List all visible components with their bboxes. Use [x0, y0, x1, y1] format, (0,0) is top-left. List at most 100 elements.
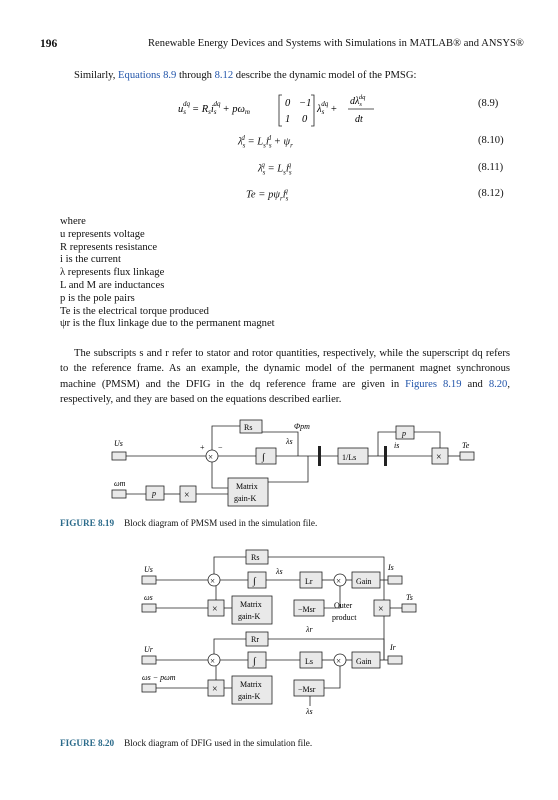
- matrix-label-r: Matrix: [240, 680, 262, 689]
- sum-x-2: ×: [336, 576, 341, 586]
- rs-label: Rs: [251, 553, 259, 562]
- gain-label: Gain: [356, 577, 372, 586]
- demux-bar: [384, 446, 387, 466]
- us-label: Us: [144, 565, 153, 574]
- list-item: λ represents flux linkage: [60, 267, 165, 279]
- product-x-bottom: ×: [184, 490, 190, 501]
- ir-outport[interactable]: [387, 655, 403, 665]
- rr-label: Rr: [251, 635, 259, 644]
- figure-label: FIGURE 8.19: [60, 518, 115, 528]
- gain-k-label: gain-K: [234, 494, 256, 503]
- p-block-bottom: [145, 485, 165, 501]
- matrix-gain-block-r: [231, 675, 273, 705]
- ws-label: ωs: [144, 593, 153, 602]
- us-inport[interactable]: [111, 451, 127, 461]
- ur-inport[interactable]: [141, 655, 157, 665]
- svg-text:dt: dt: [355, 114, 363, 125]
- plus-sign: +: [200, 443, 205, 452]
- is-label: Is: [387, 563, 394, 572]
- matrix-label: Matrix: [236, 482, 258, 491]
- product-x: ×: [212, 604, 218, 615]
- ts-label: Ts: [406, 593, 413, 602]
- sum-x: ×: [208, 452, 213, 462]
- equation-number: (8.11): [478, 162, 504, 173]
- equation-8-12: Te = pψrisq: [246, 187, 289, 203]
- int-label: ∫: [252, 576, 257, 587]
- msr-label: −Msr: [298, 605, 316, 614]
- running-title: Renewable Energy Devices and Systems wit…: [148, 38, 524, 49]
- te-outport[interactable]: [401, 603, 417, 613]
- lambda-s-label: λs: [275, 567, 283, 576]
- outer-x: ×: [378, 604, 384, 615]
- minus-sign: −: [218, 443, 223, 452]
- body-paragraph: The subscripts s and r refer to stator a…: [60, 348, 511, 405]
- page-number: 196: [40, 38, 58, 50]
- matrix-gain-block-s: [231, 595, 273, 625]
- wsr-inport[interactable]: [141, 683, 157, 693]
- list-item: ψr is the flux linkage due to the perman…: [60, 318, 275, 330]
- gain-label-r: Gain: [356, 657, 372, 666]
- intro-sentence: Similarly, Equations 8.9 through 8.12 de…: [74, 70, 417, 81]
- lambda-label: λs: [285, 437, 293, 446]
- svg-text:0: 0: [302, 114, 308, 125]
- is-outport[interactable]: [387, 575, 403, 585]
- equation-8-11: λsq = Lsisq: [258, 161, 292, 177]
- equation-number: (8.12): [478, 188, 504, 199]
- equation-link-2[interactable]: 8.12: [214, 70, 234, 81]
- int-label-r: ∫: [252, 656, 257, 667]
- te-label: Te: [462, 441, 470, 450]
- p-block-top: [395, 425, 415, 440]
- svg-text:dλsdq: dλsdq: [350, 94, 366, 108]
- lambda-r-label: λr: [305, 625, 313, 634]
- symbol-list: where u represents voltage R represents …: [60, 216, 275, 331]
- integrator-block-s: [247, 571, 267, 589]
- integrator-label: ∫: [261, 452, 266, 463]
- list-item: u represents voltage: [60, 228, 145, 240]
- integrator-block: [255, 447, 277, 465]
- svg-text:1: 1: [285, 114, 290, 125]
- integrator-block-r: [247, 651, 267, 669]
- ls-label: Ls: [305, 657, 313, 666]
- list-item: i is the current: [60, 254, 121, 266]
- rs-label: Rs: [244, 423, 252, 432]
- equation-8-9: usdq= Rsisdq+ pωm 0 −1 1 0 λsdq+ dλsdq d…: [178, 90, 378, 133]
- lr-label: Lr: [305, 577, 313, 586]
- wm-label: ωm: [114, 479, 126, 488]
- equation-8-10: λsd = Lsisd + ψr: [238, 134, 293, 150]
- product-x: ×: [436, 452, 442, 463]
- equation-number: (8.10): [478, 135, 504, 146]
- p-label-top: p: [401, 429, 406, 438]
- ur-label: Ur: [144, 645, 154, 654]
- where-label: where: [60, 216, 86, 227]
- list-item: L and M are inductances: [60, 279, 165, 291]
- matrix-gain-block: [227, 477, 269, 507]
- ws-inport[interactable]: [141, 603, 157, 613]
- product-label: product: [332, 613, 357, 622]
- phi-label: Φpm: [294, 422, 310, 431]
- wm-inport[interactable]: [111, 489, 127, 499]
- product-x-r: ×: [212, 684, 218, 695]
- figure-link-2[interactable]: 8.20: [488, 378, 508, 390]
- us-inport[interactable]: [141, 575, 157, 585]
- mux-bar: [318, 446, 321, 466]
- list-item: p is the pole pairs: [60, 292, 135, 304]
- us-label: Us: [114, 439, 123, 448]
- rs-block: [239, 419, 263, 434]
- lambda-s-label-r: λs: [305, 707, 313, 716]
- svg-text:λsdq+: λsdq+: [316, 100, 337, 116]
- gain-k-label: gain-K: [238, 612, 260, 621]
- is-label: is: [394, 441, 399, 450]
- sum-x: ×: [210, 576, 215, 586]
- te-outport[interactable]: [459, 451, 475, 461]
- wsr-label: ωs − pωm: [142, 673, 176, 682]
- figure-link[interactable]: Figures 8.19: [405, 378, 462, 390]
- equation-link[interactable]: Equations 8.9: [118, 70, 177, 81]
- matrix-label: Matrix: [240, 600, 262, 609]
- equation-number: (8.9): [478, 98, 499, 109]
- list-item: Te is the electrical torque produced: [60, 305, 209, 317]
- sum-x-r2: ×: [336, 656, 341, 666]
- svg-text:usdq= Rsisdq+ pωm: usdq= Rsisdq+ pωm: [178, 100, 250, 116]
- sum-x-r: ×: [210, 656, 215, 666]
